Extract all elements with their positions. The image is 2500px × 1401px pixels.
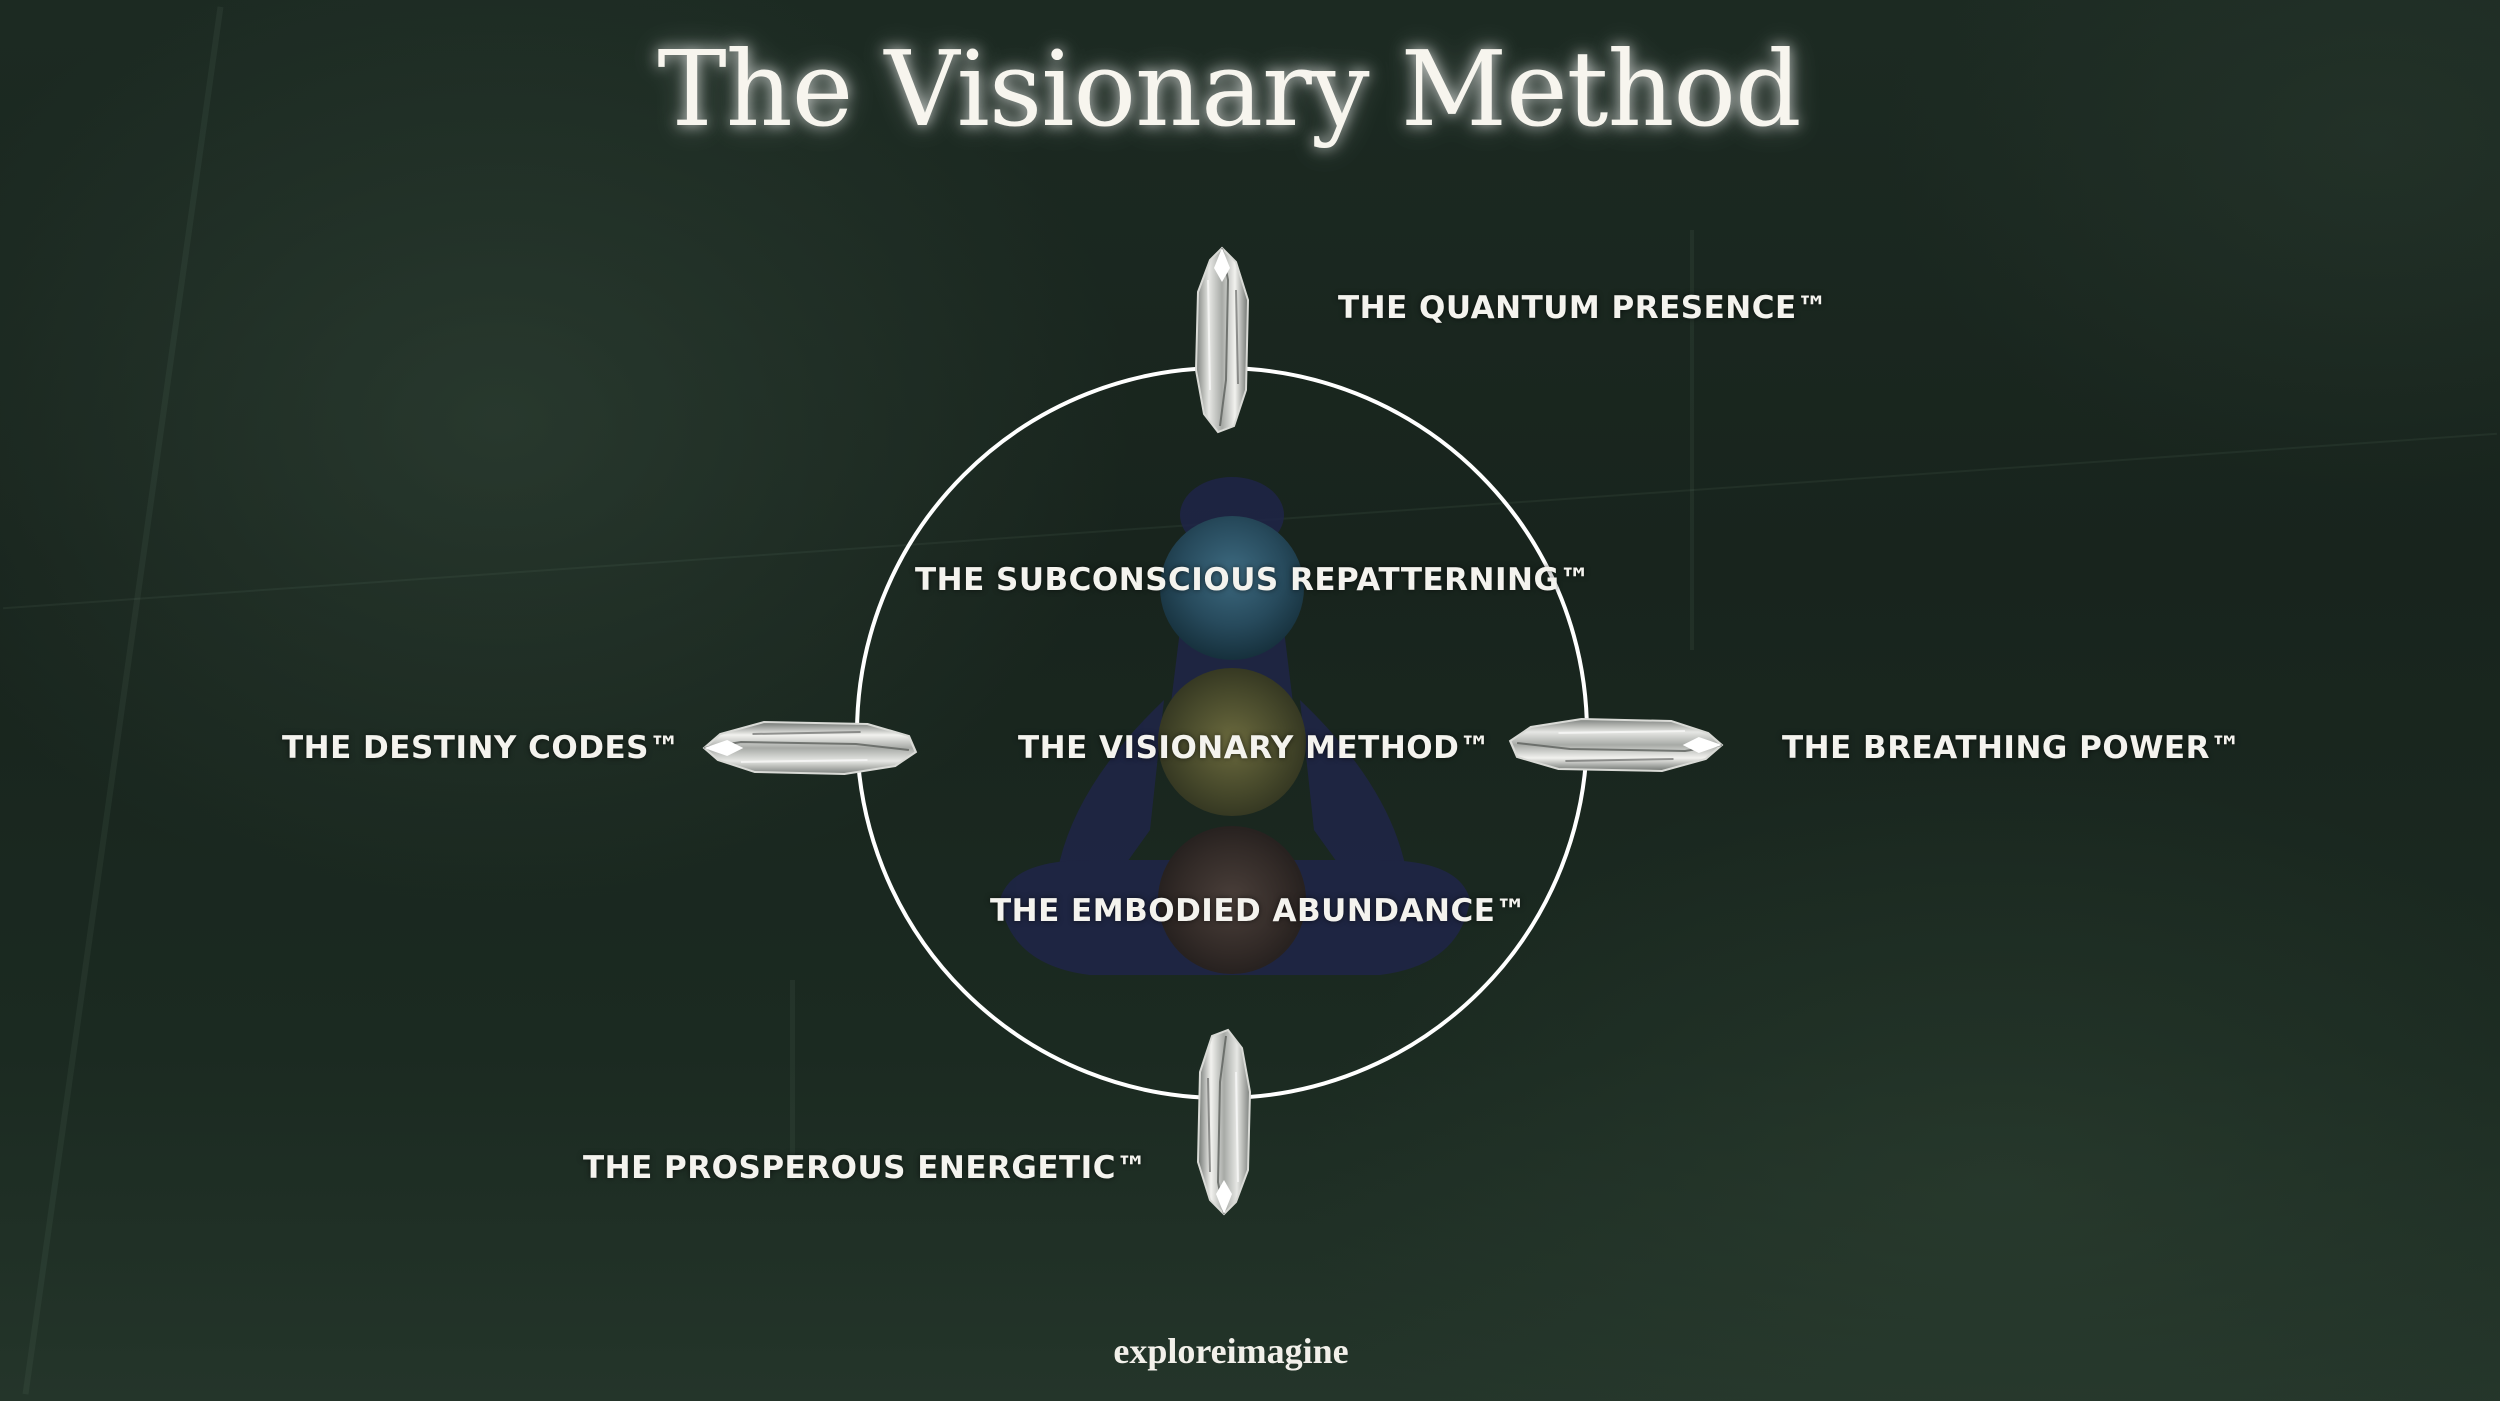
crystal-bottom-icon bbox=[1198, 1030, 1250, 1214]
crystal-right-icon bbox=[1510, 719, 1722, 771]
pillar-label-left: THE DESTINY CODES™ bbox=[282, 730, 681, 766]
pillar-label-bottom: THE PROSPEROUS ENERGETIC™ bbox=[583, 1150, 1147, 1186]
pillar-label-right: THE BREATHING POWER™ bbox=[1782, 730, 2241, 766]
center-label-middle: THE VISIONARY METHOD™ bbox=[1018, 730, 1491, 766]
crystal-top-icon bbox=[1196, 248, 1248, 432]
brand-footer: exploreimagine bbox=[0, 1330, 2462, 1372]
center-label-lower: THE EMBODIED ABUNDANCE™ bbox=[990, 893, 1527, 929]
crystal-left-icon bbox=[704, 722, 916, 774]
pillar-label-top: THE QUANTUM PRESENCE™ bbox=[1338, 290, 1828, 326]
center-label-upper: THE SUBCONSCIOUS REPATTERNING™ bbox=[915, 562, 1591, 598]
